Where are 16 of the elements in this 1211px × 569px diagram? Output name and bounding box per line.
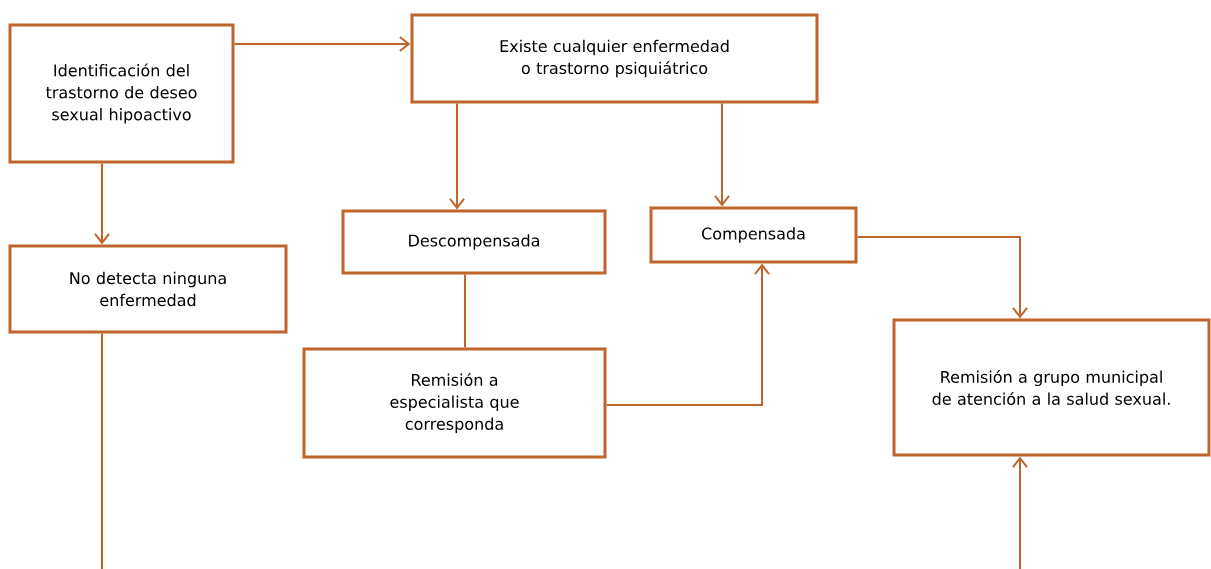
arrow xyxy=(856,236,1028,319)
process-box: Descompensada xyxy=(341,209,607,275)
arrow xyxy=(233,36,411,52)
process-box: Remisión a grupo municipal de atención a la salud sexual. xyxy=(892,318,1211,457)
process-box: No detecta ninguna enfermedad xyxy=(8,244,288,334)
process-box: Remisión a especialista que corresponda xyxy=(302,347,607,459)
connector-line xyxy=(101,332,103,569)
process-box: Compensada xyxy=(649,206,858,264)
connector-line xyxy=(464,273,466,349)
arrow xyxy=(1012,456,1028,569)
arrow xyxy=(449,102,465,210)
arrow xyxy=(605,263,770,406)
process-box: Existe cualquier enfermedad o trastorno psiquiátrico xyxy=(410,13,819,104)
arrow xyxy=(714,102,730,207)
arrow xyxy=(94,162,110,245)
process-box: Identificación del trastorno de deseo sexual hipoactivo xyxy=(8,23,235,164)
